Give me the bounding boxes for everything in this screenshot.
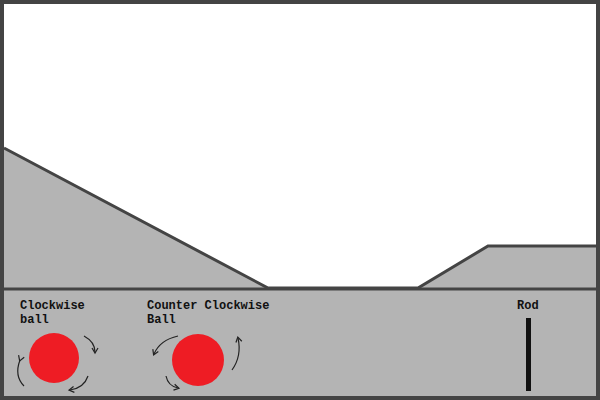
item-panel [4,289,596,396]
rod [526,318,531,391]
item-label: Clockwise ball [20,299,92,327]
rotation-arrow [166,376,178,388]
item-label: Counter Clockwise Ball [147,299,277,327]
rotation-arrow [154,336,178,354]
panel-divider [4,288,596,291]
item-label: Rod [517,299,577,313]
counter-clockwise-ball [172,334,224,386]
clockwise-ball [29,333,79,383]
rotation-arrow [70,376,88,390]
terrain-edge [4,148,596,288]
rotation-arrow [232,338,239,370]
rotation-arrow [18,360,24,386]
terrain [4,148,596,290]
rotation-arrow [84,336,95,352]
